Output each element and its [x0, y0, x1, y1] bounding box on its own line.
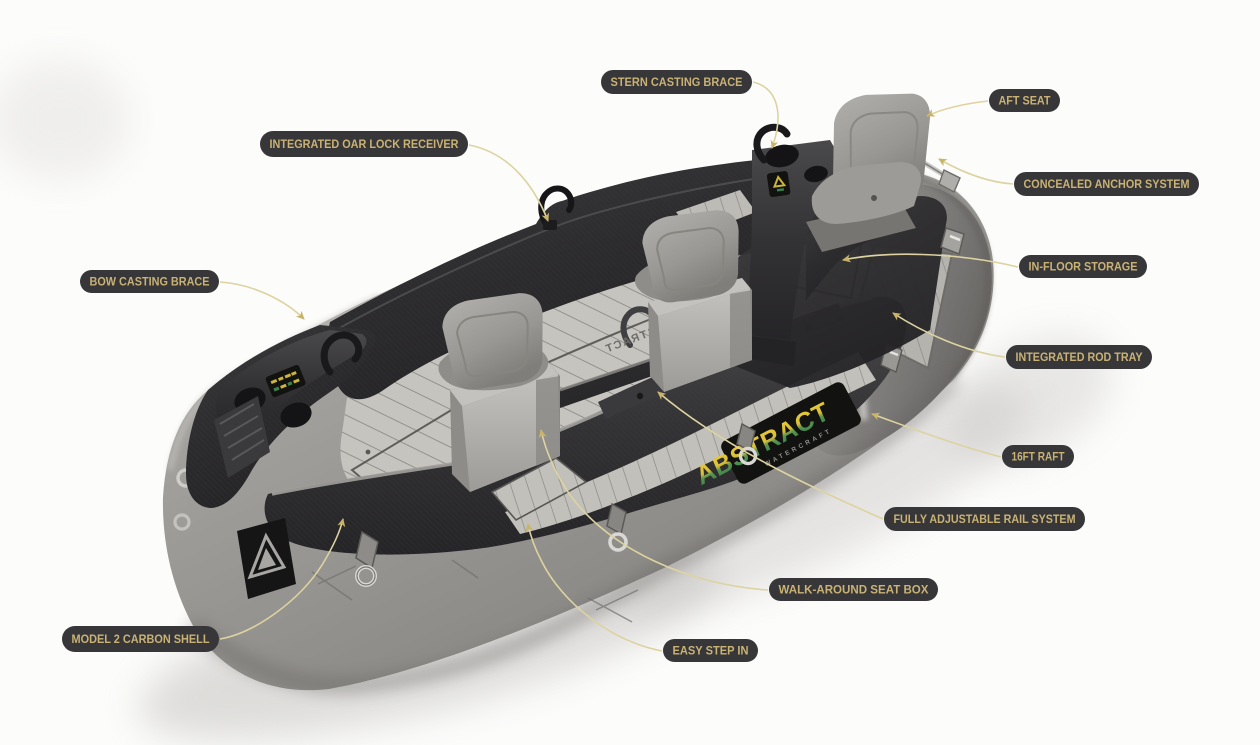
walkway-planks	[505, 352, 876, 534]
leader-integrated-oar-lock-receiver	[468, 144, 549, 222]
label-pill-aft-seat	[989, 89, 1060, 112]
label-concealed-anchor-system: CONCEALED ANCHOR SYSTEM	[1014, 172, 1199, 196]
leader-fully-adjustable-rail-system	[657, 391, 884, 520]
label-pill-concealed-anchor-system	[1014, 172, 1199, 196]
label-fully-adjustable-rail-system: FULLY ADJUSTABLE RAIL SYSTEM	[884, 507, 1085, 531]
label-bow-casting-brace: BOW CASTING BRACE	[80, 270, 219, 293]
label-text-model-2-carbon-shell: MODEL 2 CARBON SHELL	[72, 633, 210, 646]
label-easy-step-in: EASY STEP IN	[663, 639, 758, 662]
bow-casting-brace-assembly	[186, 325, 376, 508]
aft-seat-graphic	[806, 93, 930, 252]
leader-bow-casting-brace	[219, 281, 305, 320]
callout-labels: STERN CASTING BRACE AFT SEAT INTEGRATED OA…	[62, 70, 1199, 662]
label-text-walk-around-seat-box: WALK-AROUND SEAT BOX	[779, 584, 929, 597]
bow-cup-holder-2	[280, 402, 312, 428]
label-text-bow-casting-brace: BOW CASTING BRACE	[90, 276, 210, 289]
label-text-stern-casting-brace: STERN CASTING BRACE	[611, 76, 743, 89]
leader-integrated-rod-tray	[892, 312, 1006, 358]
label-pill-fully-adjustable-rail-system	[884, 507, 1085, 531]
label-text-fully-adjustable-rail-system: FULLY ADJUSTABLE RAIL SYSTEM	[894, 513, 1076, 526]
label-pill-model-2-carbon-shell	[62, 626, 219, 652]
leader-walk-around-seat-box	[538, 429, 769, 591]
stern-hook	[753, 123, 791, 164]
seat-1	[438, 293, 560, 492]
bow-logo-patch	[237, 518, 296, 599]
label-pill-stern-casting-brace	[601, 70, 752, 94]
label-integrated-oar-lock-receiver: INTEGRATED OAR LOCK RECEIVER	[260, 131, 468, 157]
leader-aft-seat	[926, 100, 989, 117]
label-text-aft-seat: AFT SEAT	[999, 95, 1051, 108]
leader-model-2-carbon-shell	[219, 518, 346, 640]
label-aft-seat: AFT SEAT	[989, 89, 1060, 112]
label-text-16ft-raft: 16FT RAFT	[1012, 451, 1065, 464]
anchor-cleat	[940, 227, 965, 256]
leader-easy-step-in	[525, 523, 663, 652]
label-pill-walk-around-seat-box	[769, 578, 938, 601]
label-model-2-carbon-shell: MODEL 2 CARBON SHELL	[62, 626, 219, 652]
label-stern-casting-brace: STERN CASTING BRACE	[601, 70, 752, 94]
label-integrated-rod-tray: INTEGRATED ROD TRAY	[1006, 345, 1152, 369]
leader-16ft-raft	[871, 412, 1002, 458]
stern-mini-sticker	[766, 171, 791, 198]
step-in-planks	[490, 457, 588, 522]
bow-hook	[320, 331, 363, 376]
leader-concealed-anchor-system	[938, 158, 1014, 185]
label-text-integrated-oar-lock-receiver: INTEGRATED OAR LOCK RECEIVER	[270, 138, 460, 151]
label-pill-bow-casting-brace	[80, 270, 219, 293]
label-pill-integrated-oar-lock-receiver	[260, 131, 468, 157]
oar-lock-hook-far	[538, 185, 575, 230]
stern-cup-holder	[765, 144, 799, 168]
label-16ft-raft: 16FT RAFT	[1002, 445, 1074, 468]
leader-stern-casting-brace	[752, 81, 779, 149]
leader-lines	[219, 81, 1019, 652]
label-text-easy-step-in: EASY STEP IN	[673, 645, 749, 658]
label-text-integrated-rod-tray: INTEGRATED ROD TRAY	[1016, 351, 1143, 364]
d-ring-3	[736, 422, 758, 466]
bow-mini-sticker	[265, 365, 306, 398]
label-in-floor-storage: IN-FLOOR STORAGE	[1019, 255, 1147, 278]
d-ring-2	[606, 502, 628, 552]
label-pill-integrated-rod-tray	[1006, 345, 1152, 369]
label-walk-around-seat-box: WALK-AROUND SEAT BOX	[769, 578, 938, 601]
label-pill-16ft-raft	[1002, 445, 1074, 468]
label-text-in-floor-storage: IN-FLOOR STORAGE	[1029, 261, 1138, 274]
label-pill-easy-step-in	[663, 639, 758, 662]
d-ring-1	[355, 530, 379, 587]
seat-2	[635, 210, 752, 392]
label-pill-in-floor-storage	[1019, 255, 1147, 278]
leader-in-floor-storage	[842, 253, 1019, 268]
label-text-concealed-anchor-system: CONCEALED ANCHOR SYSTEM	[1024, 178, 1190, 191]
